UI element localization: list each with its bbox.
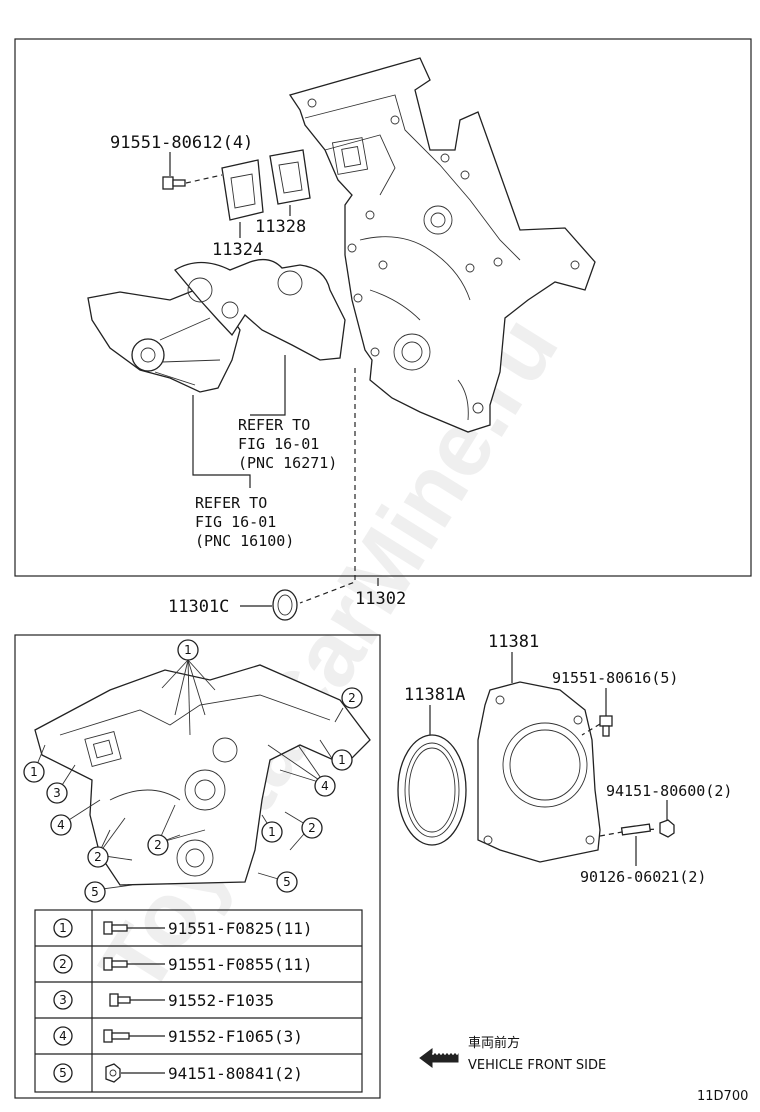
seal-assembly-line: [299, 368, 356, 604]
svg-text:1: 1: [184, 643, 192, 657]
label-90126-06021: 90126-06021(2): [580, 868, 706, 886]
legend-row-4: 4 91552-F1065(3): [53, 1026, 303, 1046]
retainer-11381-drawing: [477, 681, 601, 863]
timing-cover-drawing: [288, 57, 596, 433]
legend-num-2: 2: [59, 957, 67, 971]
legend-table: [34, 909, 363, 1093]
svg-text:2: 2: [348, 691, 356, 705]
gasket-11324-drawing: [221, 159, 264, 221]
label-91551-80616: 91551-80616(5): [552, 669, 678, 687]
svg-text:1: 1: [30, 765, 38, 779]
legend-part-4: 91552-F1065(3): [168, 1027, 303, 1046]
legend-num-5: 5: [59, 1066, 67, 1080]
label-94151-80600: 94151-80600(2): [606, 782, 732, 800]
legend-row-5: 5 94151-80841(2): [53, 1063, 303, 1083]
label-11324: 11324: [212, 240, 263, 260]
watermark: ToyotaCarMine.ru: [80, 299, 577, 1011]
vehicle-front-arrow-icon: [419, 1048, 459, 1068]
callout-5-left: 5: [84, 881, 106, 903]
legend-row-2: 2 91551-F0855(11): [53, 954, 313, 974]
svg-text:5: 5: [91, 885, 99, 899]
legend-row-1: 1 91551-F0825(11): [53, 918, 313, 938]
stud-90126-06021-drawing: [599, 823, 652, 837]
legend-part-2: 91551-F0855(11): [168, 955, 313, 974]
callout-1-left: 1: [23, 761, 45, 783]
callout-4-left: 4: [50, 814, 72, 836]
refer-16100-line2: FIG 16-01: [195, 513, 276, 531]
callout-1-mid: 1: [261, 821, 283, 843]
svg-text:3: 3: [53, 786, 61, 800]
callout-5-right: 5: [276, 871, 298, 893]
callout-2-center: 2: [147, 834, 169, 856]
legend-row-3: 3 91552-F1035: [53, 990, 274, 1010]
svg-text:2: 2: [94, 850, 102, 864]
label-11301C: 11301C: [168, 597, 229, 617]
legend-part-1: 91551-F0825(11): [168, 919, 313, 938]
svg-text:4: 4: [321, 779, 329, 793]
legend-num-3: 3: [59, 993, 67, 1007]
svg-text:1: 1: [338, 753, 346, 767]
bolt-91551-80612-drawing: [162, 174, 223, 190]
callout-4-right: 4: [314, 775, 336, 797]
leader-16271: [250, 355, 286, 416]
water-pump-drawing: [87, 258, 346, 393]
cover-bolt-layout-drawing: [34, 664, 371, 886]
svg-text:2: 2: [154, 838, 162, 852]
label-11381: 11381: [488, 632, 539, 652]
direction-text: VEHICLE FRONT SIDE: [468, 1058, 606, 1073]
refer-16100-line3: (PNC 16100): [195, 532, 294, 550]
callout-2-left: 2: [87, 846, 109, 868]
label-11381A: 11381A: [404, 685, 465, 705]
callout-1-top: 1: [177, 639, 199, 661]
label-11328: 11328: [255, 217, 306, 237]
legend-num-4: 4: [59, 1029, 67, 1043]
callout-3: 3: [46, 782, 68, 804]
lower-left-frame: [14, 634, 381, 1099]
label-91551-80612: 91551-80612(4): [110, 133, 253, 153]
legend-part-5: 94151-80841(2): [168, 1064, 303, 1083]
legend-num-1: 1: [59, 921, 67, 935]
bolt-91551-80616-drawing: [581, 715, 613, 737]
direction-kanji: 車両前方: [468, 1035, 520, 1051]
diagram-code: 11D700: [697, 1089, 748, 1104]
svg-text:5: 5: [283, 875, 291, 889]
upper-section-frame: [14, 38, 752, 577]
svg-text:1: 1: [268, 825, 276, 839]
callout-1-right: 1: [331, 749, 353, 771]
label-11302: 11302: [355, 589, 406, 609]
svg-text:2: 2: [308, 821, 316, 835]
callout-2-right: 2: [301, 817, 323, 839]
callout-2-topright: 2: [341, 687, 363, 709]
seal-11301C-drawing: [272, 589, 298, 621]
refer-16271-line3: (PNC 16271): [238, 454, 337, 472]
svg-text:4: 4: [57, 818, 65, 832]
refer-16100-line1: REFER TO: [195, 494, 267, 512]
refer-16271-line2: FIG 16-01: [238, 435, 319, 453]
leader-16100: [192, 395, 251, 488]
legend-part-3: 91552-F1035: [168, 991, 274, 1010]
gasket-11328-drawing: [269, 149, 311, 205]
refer-16271-line1: REFER TO: [238, 416, 310, 434]
seal-11381A-drawing: [397, 734, 467, 846]
